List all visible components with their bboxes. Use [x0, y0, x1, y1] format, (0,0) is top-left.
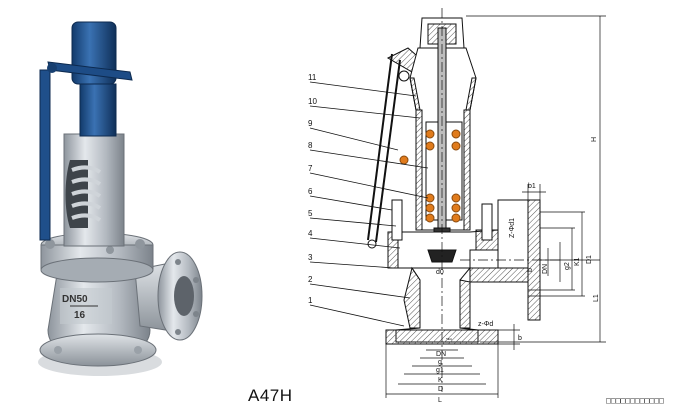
dim-H: H: [591, 137, 598, 142]
spring-coils: [399, 129, 461, 223]
part-number-labels: 11 10 9 8 7 6 5 4 3 2 1: [308, 73, 317, 305]
part-number-4: 4: [308, 229, 313, 238]
model-caption: A47H: [248, 386, 293, 405]
dimension-lines: [385, 15, 606, 398]
part-number-5: 5: [308, 209, 313, 218]
dim-f: f: [447, 338, 454, 340]
dim-d0: d0: [436, 269, 444, 276]
dim-g: g: [438, 359, 442, 366]
dim-b-inlet: b: [518, 335, 522, 342]
part-number-7: 7: [308, 164, 313, 173]
dim-z-d1: Z-Φd1: [509, 218, 516, 238]
dim-z-d: z-Φd: [478, 321, 493, 328]
part-number-10: 10: [308, 97, 317, 106]
dim-DN-outlet: DN: [542, 264, 549, 274]
dim-D1: D1: [586, 255, 593, 264]
body-marking-size: DN50: [62, 294, 88, 305]
part-number-8: 8: [308, 141, 313, 150]
dim-g1: g1: [436, 367, 444, 374]
leader-lines: [309, 81, 429, 327]
dim-L1: L1: [593, 294, 600, 302]
dim-D: D: [438, 386, 443, 393]
part-number-11: 11: [308, 73, 317, 82]
part-number-2: 2: [308, 275, 313, 284]
part-number-6: 6: [308, 187, 313, 196]
dimension-labels: H b1 Z-Φd1 DN g2 K1 D1 L1 b d0 z-Φd DN g…: [436, 137, 600, 404]
body-marking-pressure: 16: [74, 310, 86, 321]
valve-photo: DN50 16: [38, 21, 203, 376]
dim-L: L: [438, 397, 442, 404]
dim-b1: b1: [528, 183, 536, 190]
section-drawing: [367, 8, 560, 392]
dim-K1: K1: [574, 257, 581, 266]
dim-K: K: [438, 377, 443, 384]
dim-g2: g2: [564, 262, 571, 270]
dim-DN-inlet: DN: [436, 351, 446, 358]
part-number-1: 1: [308, 296, 313, 305]
dim-b-outlet: b: [527, 268, 534, 272]
part-number-9: 9: [308, 119, 313, 128]
footer-text: □□□□□□□□□□□□: [606, 396, 664, 405]
part-number-3: 3: [308, 253, 313, 262]
